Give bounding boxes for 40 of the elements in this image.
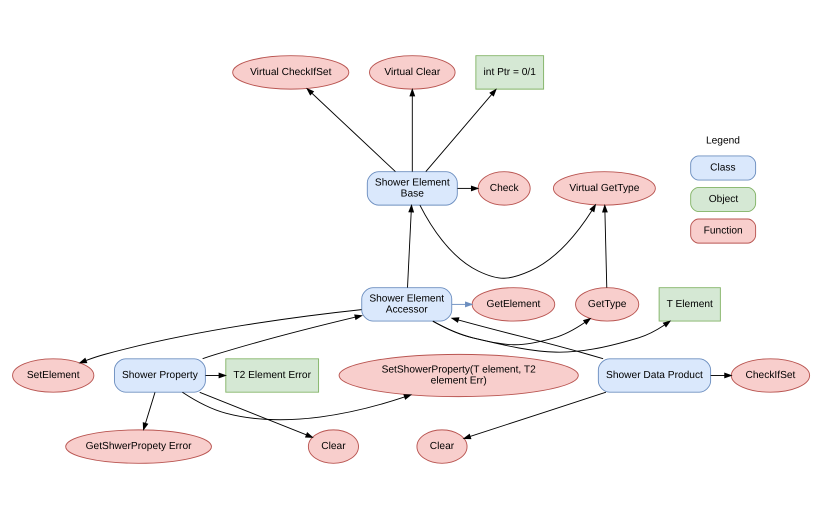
legend-label: Function — [704, 225, 743, 236]
node-ellipse: SetShowerProperty(T element, T2 element Err) — [338, 353, 579, 397]
node-ellipse: GetType — [575, 286, 640, 322]
arrow — [306, 87, 396, 172]
arrow — [407, 204, 414, 288]
node-ellipse: Virtual CheckIfSet — [232, 54, 350, 90]
node-ellipse: GetElement — [472, 286, 556, 322]
arrow — [432, 320, 672, 352]
arrow — [205, 372, 227, 378]
arrow — [425, 88, 497, 172]
arrow — [202, 314, 363, 359]
arrow — [142, 391, 156, 430]
node-box: Shower Data Product — [598, 358, 712, 392]
legend-label: Class — [710, 162, 736, 174]
arrow — [710, 372, 733, 378]
node-box: Shower Element Base — [366, 170, 458, 206]
arrow — [182, 391, 412, 420]
arrow — [199, 391, 314, 438]
node-ellipse: Clear — [416, 428, 468, 464]
arrow — [462, 391, 606, 439]
node-ellipse: GetShwerPropety Error — [65, 428, 212, 464]
arrow — [457, 184, 480, 191]
label: Legend — [706, 135, 740, 146]
arrow — [602, 204, 608, 288]
node-box: T Element — [658, 286, 721, 322]
legend-label: Object — [708, 194, 738, 205]
node-ellipse: Clear — [308, 428, 359, 464]
node-ellipse: CheckIfSet — [730, 358, 810, 392]
node-ellipse: Virtual GetType — [552, 170, 656, 206]
node-ellipse: Check — [478, 170, 531, 206]
arrow — [450, 316, 604, 359]
node-box: Shower Property — [114, 358, 206, 392]
arrow — [78, 308, 362, 363]
arrow — [451, 300, 474, 307]
node-box: int Ptr = 0/1 — [475, 54, 544, 90]
node-ellipse: Virtual Clear — [369, 54, 456, 90]
node-box: Shower Element Accessor — [361, 286, 452, 322]
arrow — [409, 88, 416, 172]
arrow — [419, 203, 596, 278]
node-box: T2 Element Error — [225, 358, 320, 392]
